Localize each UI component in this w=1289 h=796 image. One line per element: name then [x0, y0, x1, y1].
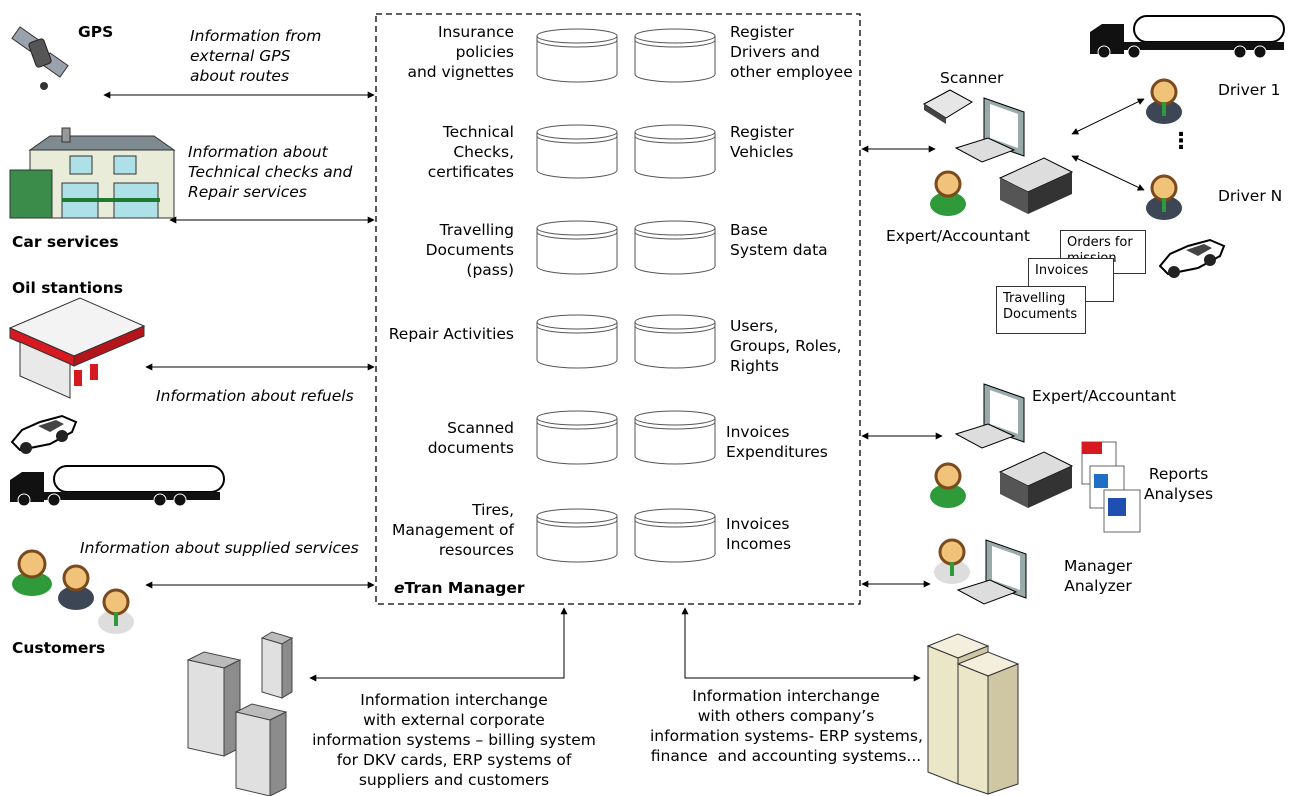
- person-icon-customer-1: [12, 549, 52, 596]
- database-icon: [536, 410, 618, 466]
- doc-travelling: Travelling Documents: [996, 286, 1086, 334]
- arrow-drivern: [1071, 155, 1145, 191]
- person-icon-manager: [934, 538, 970, 584]
- car-service-house-icon: [9, 127, 176, 219]
- store-label-expenditures: Invoices Expenditures: [726, 423, 828, 461]
- database-icon: [536, 124, 618, 180]
- car-icon: [10, 414, 78, 454]
- store-label-technical: Technical Checks, certificates: [427, 123, 514, 181]
- gps-label: GPS: [78, 23, 114, 41]
- database-icon: [536, 220, 618, 276]
- arrow-driver1: [1071, 98, 1145, 135]
- customers-label: Customers: [12, 639, 106, 657]
- drivers-ellipsis: ⋮: [1170, 129, 1192, 154]
- expert-accountant-2-label: Expert/Accountant: [1032, 387, 1176, 405]
- scanner-label: Scanner: [940, 69, 1004, 87]
- person-icon-customer-3: [98, 588, 134, 634]
- monitor-icon-3: [956, 539, 1027, 605]
- store-label-scanned: Scanned documents: [427, 419, 514, 457]
- database-icon: [536, 314, 618, 370]
- store-label-insurance: Insurance policies and vignettes: [407, 23, 514, 81]
- external-systems-info: Information interchange with external co…: [312, 691, 596, 789]
- database-icon: [634, 508, 716, 564]
- system-title-rest: Tran Manager: [404, 579, 525, 597]
- server-icon-1: [186, 651, 242, 757]
- person-icon-customer-2: [58, 564, 94, 610]
- word-file-icon: [1103, 489, 1141, 533]
- database-icon: [634, 220, 716, 276]
- car-icon-right: [1158, 238, 1226, 278]
- database-icon: [634, 410, 716, 466]
- tanker-truck-icon: [10, 465, 225, 507]
- printer-icon-2: [998, 451, 1074, 508]
- store-label-repair: Repair Activities: [388, 325, 514, 343]
- store-label-users: Users, Groups, Roles, Rights: [730, 317, 842, 375]
- system-title: eTran Manager: [394, 578, 525, 598]
- store-label-vehicles: Register Vehicles: [730, 123, 794, 161]
- database-icon: [634, 28, 716, 84]
- monitor-icon-2: [954, 383, 1025, 449]
- monitor-icon: [954, 97, 1025, 163]
- printer-icon: [998, 157, 1074, 214]
- car-services-info: Information about Technical checks and R…: [188, 143, 353, 201]
- arrow-company-systems: [681, 607, 921, 682]
- etran-manager-box: [375, 13, 861, 605]
- arrow-external-systems: [309, 607, 568, 682]
- server-icon-3: [234, 703, 288, 796]
- customers-info: Information about supplied services: [80, 539, 359, 557]
- store-label-drivers: Register Drivers and other employee: [730, 23, 853, 81]
- database-icon: [536, 508, 618, 564]
- database-icon: [536, 28, 618, 84]
- pdf-file-icon: [1081, 441, 1117, 485]
- person-icon-driver-1: [1146, 78, 1182, 124]
- scanner-icon: [923, 89, 973, 124]
- tanker-truck-icon-top: [1090, 15, 1285, 59]
- manager-analyzer-label: Manager Analyzer: [1064, 557, 1132, 595]
- reports-analyses-label: Reports Analyses: [1144, 465, 1214, 503]
- database-icon: [634, 314, 716, 370]
- system-title-e: e: [394, 579, 405, 597]
- car-services-label: Car services: [12, 233, 119, 251]
- person-icon-driver-n: [1146, 174, 1182, 220]
- expert-accountant-1-label: Expert/Accountant: [886, 227, 1030, 245]
- gas-station-icon: [8, 297, 146, 399]
- person-icon-expert-2: [930, 462, 966, 508]
- store-label-incomes: Invoices Incomes: [726, 515, 792, 553]
- oil-stations-label: Oil stantions: [12, 279, 123, 297]
- store-label-travelling: Travelling Documents (pass): [425, 221, 514, 279]
- server-icon-2: [260, 631, 294, 699]
- gps-info: Information from external GPS about rout…: [190, 27, 322, 85]
- store-label-base: Base System data: [730, 221, 828, 259]
- company-systems-info: Information interchange with others comp…: [650, 687, 923, 765]
- store-label-tires: Tires, Management of resources: [392, 501, 514, 559]
- server-cluster-icon: [926, 633, 1020, 795]
- driver-1-label: Driver 1: [1218, 81, 1281, 99]
- satellite-icon: [11, 26, 69, 90]
- driver-n-label: Driver N: [1218, 187, 1283, 205]
- person-icon-expert-1: [930, 170, 966, 216]
- database-icon: [634, 124, 716, 180]
- oil-info: Information about refuels: [156, 387, 354, 405]
